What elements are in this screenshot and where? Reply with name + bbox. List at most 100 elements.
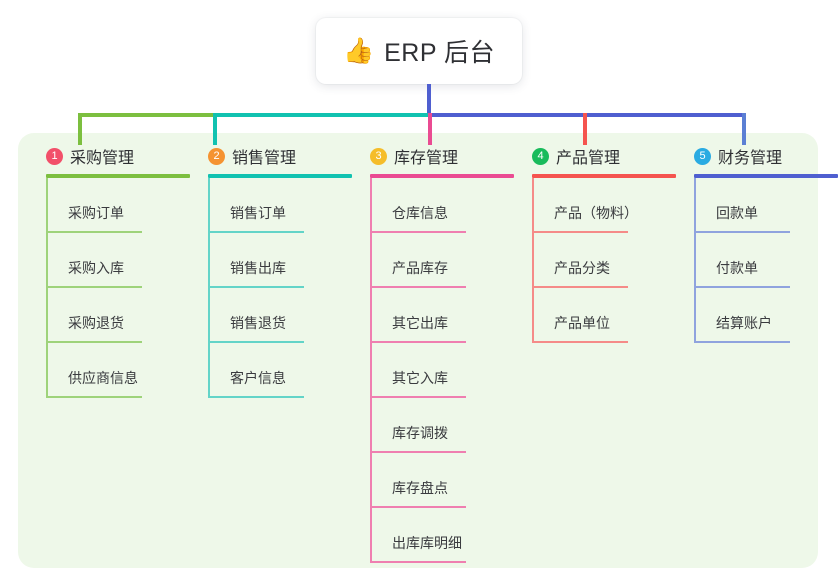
branch-header-underline-finance — [694, 174, 838, 178]
list-item[interactable]: 产品（物料） — [532, 178, 686, 233]
list-item[interactable]: 采购退货 — [46, 288, 200, 343]
list-item-label: 产品分类 — [554, 260, 610, 276]
branch-rail-inventory — [370, 178, 372, 563]
branch-column-inventory: 3 库存管理仓库信息产品库存其它出库其它入库库存调拨库存盘点出库库明细 — [364, 143, 524, 563]
list-item-underline — [534, 231, 628, 233]
list-item-underline — [48, 286, 142, 288]
list-item-underline — [372, 506, 466, 508]
branch-rail-product — [532, 178, 534, 343]
list-item-underline — [210, 341, 304, 343]
branch-column-finance: 5 财务管理回款单付款单结算账户 — [688, 143, 839, 343]
list-item[interactable]: 产品库存 — [370, 233, 524, 288]
list-item[interactable]: 采购入库 — [46, 233, 200, 288]
list-item-label: 库存盘点 — [392, 480, 448, 496]
list-item-underline — [48, 396, 142, 398]
list-item-label: 库存调拨 — [392, 425, 448, 441]
segment-blue — [428, 113, 746, 117]
list-item[interactable]: 销售退货 — [208, 288, 362, 343]
list-item-label: 产品（物料） — [554, 205, 638, 221]
list-item[interactable]: 供应商信息 — [46, 343, 200, 398]
branch-header-underline-sales — [208, 174, 352, 178]
branch-badge-product: 4 — [532, 147, 549, 165]
list-item[interactable]: 客户信息 — [208, 343, 362, 398]
list-item-label: 采购退货 — [68, 315, 124, 331]
list-item-underline — [696, 341, 790, 343]
list-item-underline — [48, 231, 142, 233]
list-item-label: 其它出库 — [392, 315, 448, 331]
list-item[interactable]: 库存调拨 — [370, 398, 524, 453]
list-item[interactable]: 采购订单 — [46, 178, 200, 233]
branch-title-finance: 财务管理 — [718, 150, 783, 167]
branch-item-list-finance: 回款单付款单结算账户 — [694, 178, 839, 343]
branch-header-underline-product — [532, 174, 676, 178]
list-item-underline — [210, 396, 304, 398]
branch-header-purchase[interactable]: 1 采购管理 — [40, 143, 200, 169]
branch-rail-purchase — [46, 178, 48, 398]
branch-badge-purchase: 1 — [46, 147, 63, 165]
list-item[interactable]: 出库库明细 — [370, 508, 524, 563]
list-item-underline — [696, 286, 790, 288]
branch-header-finance[interactable]: 5 财务管理 — [688, 143, 839, 169]
list-item-label: 其它入库 — [392, 370, 448, 386]
list-item-underline — [372, 341, 466, 343]
list-item[interactable]: 仓库信息 — [370, 178, 524, 233]
list-item-label: 销售订单 — [230, 205, 286, 221]
list-item-label: 采购订单 — [68, 205, 124, 221]
branch-rail-sales — [208, 178, 210, 398]
branch-badge-inventory: 3 — [370, 147, 387, 165]
diagram-background-panel — [18, 133, 818, 568]
list-item-underline — [372, 231, 466, 233]
list-item-label: 结算账户 — [716, 315, 772, 331]
list-item-label: 供应商信息 — [68, 370, 138, 386]
list-item-label: 采购入库 — [68, 260, 124, 276]
branch-badge-finance: 5 — [694, 147, 711, 165]
list-item-label: 客户信息 — [230, 370, 286, 386]
list-item-label: 付款单 — [716, 260, 758, 276]
branch-header-inventory[interactable]: 3 库存管理 — [364, 143, 524, 169]
list-item[interactable]: 付款单 — [694, 233, 839, 288]
drop-finance — [742, 113, 746, 145]
list-item-label: 销售退货 — [230, 315, 286, 331]
branch-item-list-sales: 销售订单销售出库销售退货客户信息 — [208, 178, 362, 398]
drop-product — [583, 113, 587, 145]
branch-title-inventory: 库存管理 — [394, 150, 459, 167]
branch-title-sales: 销售管理 — [232, 150, 297, 167]
list-item-underline — [372, 286, 466, 288]
list-item-underline — [534, 341, 628, 343]
drop-sales — [213, 113, 217, 145]
list-item-underline — [210, 286, 304, 288]
list-item[interactable]: 结算账户 — [694, 288, 839, 343]
root-node-card[interactable]: 👍 ERP 后台 — [316, 18, 522, 84]
list-item[interactable]: 库存盘点 — [370, 453, 524, 508]
list-item-label: 出库库明细 — [392, 535, 462, 551]
list-item[interactable]: 销售订单 — [208, 178, 362, 233]
list-item-label: 仓库信息 — [392, 205, 448, 221]
list-item-underline — [372, 451, 466, 453]
branch-title-purchase: 采购管理 — [70, 150, 135, 167]
drop-purchase — [78, 113, 82, 145]
list-item[interactable]: 产品分类 — [532, 233, 686, 288]
list-item-label: 回款单 — [716, 205, 758, 221]
list-item-label: 产品单位 — [554, 315, 610, 331]
branch-item-list-purchase: 采购订单采购入库采购退货供应商信息 — [46, 178, 200, 398]
branch-item-list-product: 产品（物料） 产品分类产品单位 — [532, 178, 686, 343]
list-item[interactable]: 产品单位 — [532, 288, 686, 343]
root-stem-connector — [427, 84, 431, 115]
list-item-underline — [48, 341, 142, 343]
list-item[interactable]: 回款单 — [694, 178, 839, 233]
branch-column-purchase: 1 采购管理采购订单采购入库采购退货供应商信息 — [40, 143, 200, 398]
branch-header-underline-purchase — [46, 174, 190, 178]
list-item-underline — [210, 231, 304, 233]
list-item-underline — [696, 231, 790, 233]
list-item-underline — [372, 561, 466, 563]
list-item[interactable]: 销售出库 — [208, 233, 362, 288]
list-item[interactable]: 其它出库 — [370, 288, 524, 343]
thumbs-up-icon: 👍 — [342, 36, 375, 65]
list-item[interactable]: 其它入库 — [370, 343, 524, 398]
segment-green — [78, 113, 213, 117]
list-item-label: 产品库存 — [392, 260, 448, 276]
